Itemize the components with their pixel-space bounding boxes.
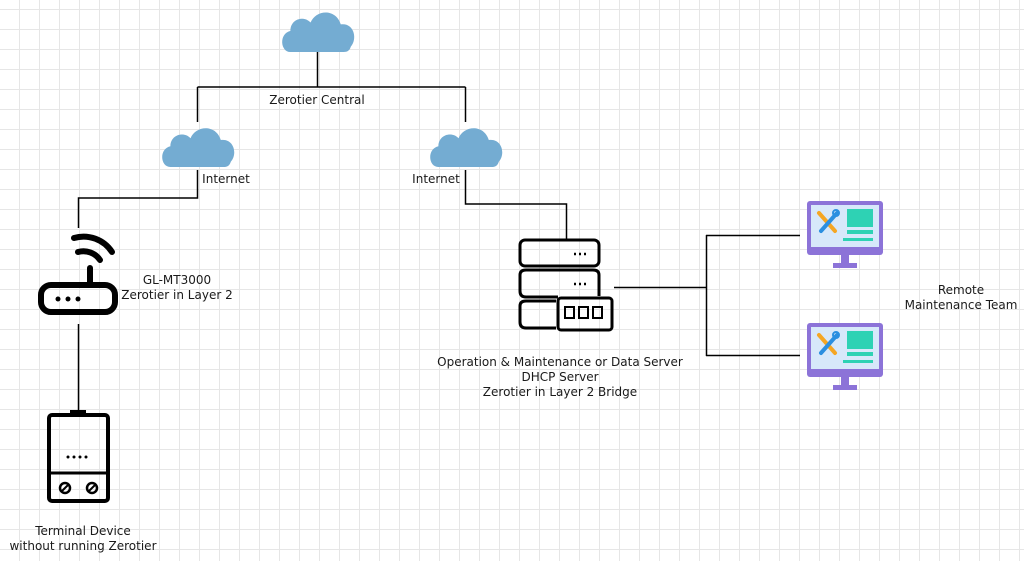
cloud-icon xyxy=(430,128,503,167)
zerotier-central-text: Zerotier Central xyxy=(269,93,365,107)
label-terminal-device: Terminal Device without running Zerotier xyxy=(0,524,166,554)
label-server: Operation & Maintenance or Data Server D… xyxy=(430,355,690,400)
connector-internet-router xyxy=(77,170,199,228)
server-mode-text: Zerotier in Layer 2 Bridge xyxy=(482,385,638,399)
router-mode-text: Zerotier in Layer 2 xyxy=(121,288,233,302)
connector-internet-server xyxy=(464,170,568,240)
cloud-icon xyxy=(282,12,355,52)
server-icon xyxy=(518,238,614,332)
terminal-line2-text: without running Zerotier xyxy=(9,539,157,553)
remote-line1-text: Remote xyxy=(937,283,985,297)
router-icon xyxy=(38,233,118,315)
label-internet-left: Internet xyxy=(196,172,256,187)
connectors xyxy=(77,52,800,410)
monitor-tools-icon xyxy=(805,199,885,270)
server-role-text: Operation & Maintenance or Data Server xyxy=(437,355,683,369)
label-router: GL-MT3000 Zerotier in Layer 2 xyxy=(110,273,244,303)
terminal-line1-text: Terminal Device xyxy=(35,524,131,538)
cloud-icon xyxy=(162,128,235,167)
router-model-text: GL-MT3000 xyxy=(142,273,212,287)
server-dhcp-text: DHCP Server xyxy=(521,370,599,384)
label-remote-team: Remote Maintenance Team xyxy=(900,283,1022,313)
monitor-tools-icon xyxy=(805,321,885,392)
remote-line2-text: Maintenance Team xyxy=(904,298,1018,312)
label-zerotier-central: Zerotier Central xyxy=(264,93,370,108)
label-internet-right: Internet xyxy=(406,172,466,187)
internet-left-text: Internet xyxy=(202,172,250,186)
internet-right-text: Internet xyxy=(412,172,460,186)
terminal-device-icon xyxy=(47,410,110,503)
